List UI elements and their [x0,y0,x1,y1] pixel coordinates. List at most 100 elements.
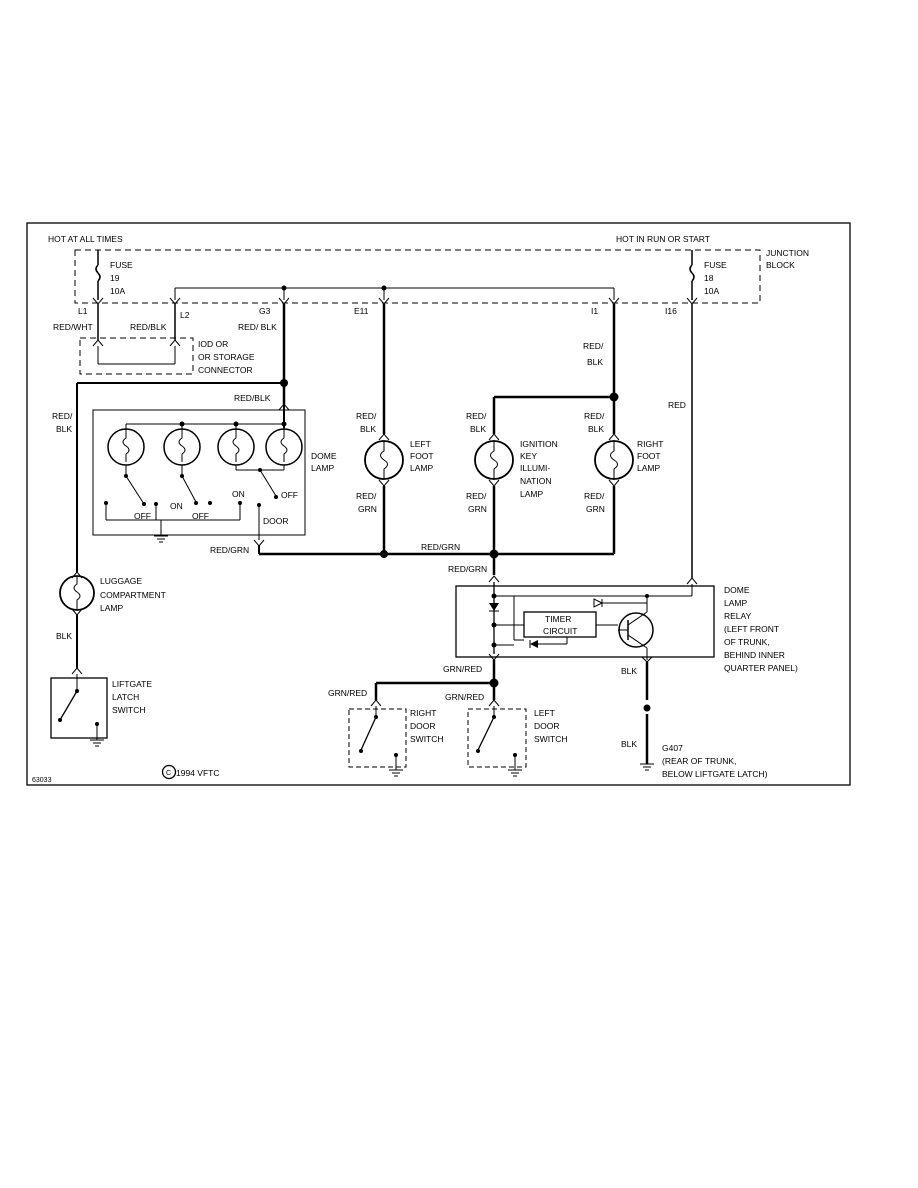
dome-lamp-label-1: DOME [311,451,337,461]
right-door-switch-icon [360,716,377,751]
wire-label-i16-red: RED [668,400,686,410]
right-foot-wire-grn: GRN [586,504,605,514]
wire-label-red-blk-l2: RED/BLK [130,322,167,332]
copyright-mark: C 1994 VFTC [161,764,219,780]
left-door-label-2: DOOR [534,721,560,731]
relay-label-7: QUARTER PANEL) [724,663,798,673]
ignition-wire-red-2: RED/ [466,491,487,501]
copyright-icon [161,764,177,780]
right-foot-wire-red: RED/ [584,411,605,421]
left-foot-wire-blk: BLK [360,424,376,434]
left-foot-lamp-label-3: LAMP [410,463,433,473]
left-door-ground-icon [508,769,522,777]
right-foot-lamp-label-3: LAMP [637,463,660,473]
relay-label-2: LAMP [724,598,747,608]
dome-ground-icon [154,535,168,543]
ignition-key-lamp: IGNITION KEY ILLUMI- NATION LAMP RED/ BL… [466,411,558,514]
relay-diode-3-icon [530,640,538,648]
wire-label-i1-blk: BLK [587,357,603,367]
left-foot-lamp-label-1: LEFT [410,439,431,449]
dome-lamp-assembly: DOME LAMP OFF ON OFF ON OFF DOOR RED/GRN [92,403,337,555]
pin-i16: I16 [665,306,677,316]
liftgate-latch-switch: LIFTGATE LATCH SWITCH [50,674,152,747]
luggage-lamp-label-2: COMPARTMENT [100,590,166,600]
wire-label-luggage-red: RED/ [52,411,73,421]
left-foot-wire-red: RED/ [356,411,377,421]
relay-label-1: DOME [724,585,750,595]
dome-switch-door: DOOR [263,516,289,526]
g407-location-2: BELOW LIFTGATE LATCH) [662,769,768,779]
liftgate-ground-icon [90,739,104,747]
pin-g3: G3 [259,306,271,316]
right-foot-wire-blk: BLK [588,424,604,434]
pin-e11: E11 [354,306,369,316]
luggage-compartment-lamp: LUGGAGE COMPARTMENT LAMP BLK [56,571,166,675]
hot-in-run-label: HOT IN RUN OR START [616,234,710,244]
dome-switch-on-1: ON [170,501,183,511]
right-door-switch: RIGHT DOOR SWITCH [348,699,444,777]
timer-label-2: CIRCUIT [543,626,577,636]
left-foot-wire-red-2: RED/ [356,491,377,501]
wire-label-grn-red-main: GRN/RED [443,664,482,674]
left-door-label-1: LEFT [534,708,555,718]
luggage-lamp-label-1: LUGGAGE [100,576,142,586]
pin-l2: L2 [180,310,190,320]
iod-connector: RED/WHT RED/BLK IOD OR OR STORAGE CONNEC… [53,304,255,375]
g407-location-1: (REAR OF TRUNK, [662,756,736,766]
wire-label-grn-red-left: GRN/RED [445,692,484,702]
iod-label-3: CONNECTOR [198,365,253,375]
iod-label-1: IOD OR [198,339,228,349]
right-door-ground-icon [389,769,403,777]
dome-lamp-label-2: LAMP [311,463,334,473]
fuse-19-number: 19 [110,273,120,283]
right-door-label-2: DOOR [410,721,436,731]
ground-g407: G407 (REAR OF TRUNK, BELOW LIFTGATE LATC… [640,743,768,779]
dome-bulb-4-icon [265,428,303,466]
dome-switch-off-3: OFF [281,490,298,500]
ignition-wire-blk: BLK [470,424,486,434]
wire-label-grn-red-right: GRN/RED [328,688,367,698]
luggage-wire-blk: BLK [56,631,72,641]
wire-runs [76,304,693,578]
g407-ground-icon [640,763,654,771]
left-door-switch-icon [477,716,495,751]
pin-i1: I1 [591,306,598,316]
relay-diode-1-icon [489,603,499,611]
left-door-switch: LEFT DOOR SWITCH [467,699,568,777]
right-door-label-3: SWITCH [410,734,444,744]
liftgate-label-2: LATCH [112,692,139,702]
fuse-18-icon [689,264,695,282]
ignition-lamp-label-5: LAMP [520,489,543,499]
copyright-symbol: C [166,770,171,777]
luggage-lamp-label-3: LAMP [100,603,123,613]
diagram-frame [26,222,851,786]
relay-label-5: OF TRUNK, [724,637,770,647]
junction-block-title-2: BLOCK [766,260,795,270]
right-door-label-1: RIGHT [410,708,436,718]
ignition-wire-grn: GRN [468,504,487,514]
dome-bulb-1-icon [107,428,145,466]
junction-block-title-1: JUNCTION [766,248,809,258]
wire-label-red-grn-bus: RED/GRN [421,542,460,552]
relay-label-6: BEHIND INNER [724,650,785,660]
dome-bulb-2-icon [163,428,201,466]
relay-label-3: RELAY [724,611,752,621]
liftgate-label-1: LIFTGATE [112,679,152,689]
wire-label-red-blk-g3: RED/ BLK [238,322,277,332]
wire-label-blk-relay: BLK [621,666,637,676]
liftgate-label-3: SWITCH [112,705,146,715]
g407-label: G407 [662,743,683,753]
iod-label-2: OR STORAGE [198,352,255,362]
ignition-lamp-label-4: NATION [520,476,551,486]
dome-switch-off-1: OFF [134,511,151,521]
fuse-18-label: FUSE [704,260,727,270]
left-foot-lamp: LEFT FOOT LAMP RED/ BLK RED/ GRN [356,411,434,514]
junction-block: HOT AT ALL TIMES HOT IN RUN OR START JUN… [48,234,809,320]
ignition-lamp-label-3: ILLUMI- [520,463,550,473]
ignition-lamp-label-1: IGNITION [520,439,558,449]
relay-label-4: (LEFT FRONT [724,624,779,634]
relay-diode-2-icon [593,598,604,608]
left-door-label-3: SWITCH [534,734,568,744]
timer-label-1: TIMER [545,614,571,624]
